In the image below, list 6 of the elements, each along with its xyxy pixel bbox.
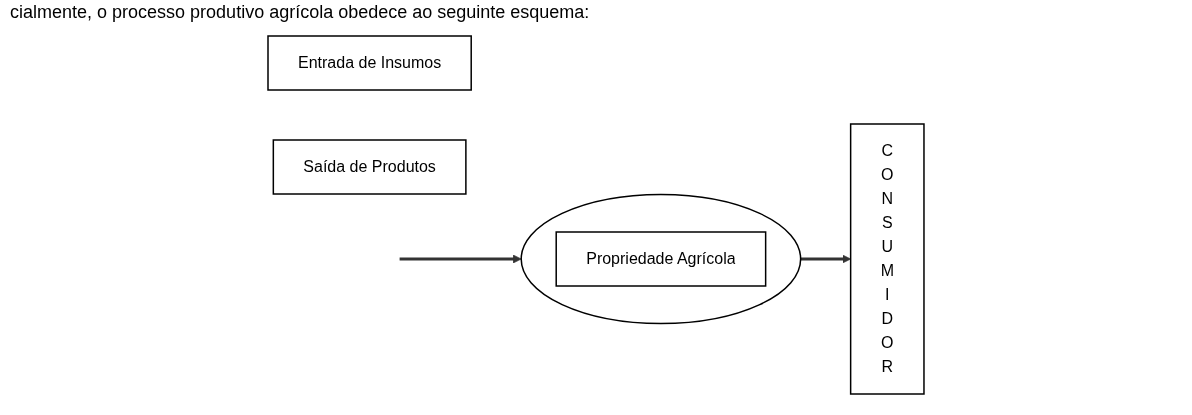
node-box: Entrada de Insumos [267, 35, 472, 91]
node-box: Propriedade Agrícola [555, 231, 767, 287]
node-box: Saída de Produtos [272, 139, 467, 195]
node-box: CONSUMIDOR [849, 123, 925, 395]
arrow [399, 254, 522, 264]
intro-text: cialmente, o processo produtivo agrícola obedece ao seguinte esquema: [10, 2, 591, 23]
